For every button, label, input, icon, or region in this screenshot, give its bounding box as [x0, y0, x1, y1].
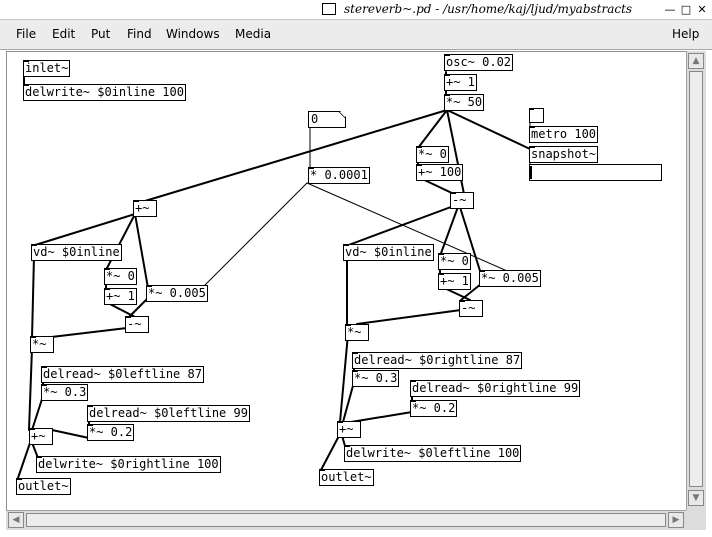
osc-object[interactable]: osc~ 0.02 [444, 54, 514, 71]
menu-help[interactable]: Help [672, 27, 700, 41]
window-frame-bottom [0, 530, 712, 537]
delwrite-inline-object[interactable]: delwrite~ $0inline 100 [23, 84, 186, 101]
scroll-right-icon[interactable]: ▶ [668, 512, 684, 528]
menu-windows[interactable]: Windows [166, 27, 220, 41]
left-subtract-object[interactable]: -~ [125, 316, 149, 333]
left-gain-03-object[interactable]: *~ 0.3 [41, 384, 89, 401]
horizontal-scroll-thumb[interactable] [26, 513, 666, 527]
left-delread-99-object[interactable]: delread~ $0leftline 99 [87, 405, 250, 422]
number-box[interactable]: 0 [308, 111, 346, 128]
snapshot-object[interactable]: snapshot~ [529, 146, 599, 163]
right-gain-03-object[interactable]: *~ 0.3 [352, 370, 400, 387]
mod-multiply-object[interactable]: *~ 0 [416, 146, 449, 163]
mod-subtract-object[interactable]: -~ [450, 192, 474, 209]
left-vd-object[interactable]: vd~ $0inline [31, 244, 122, 261]
right-add-one-object[interactable]: +~ 1 [438, 273, 471, 290]
right-outlet-object[interactable]: outlet~ [319, 469, 374, 486]
window-title: stereverb~.pd - /usr/home/kaj/ljud/myabs… [344, 2, 633, 16]
window-frame-right [706, 50, 712, 537]
menu-put[interactable]: Put [91, 27, 111, 41]
scroll-left-icon[interactable]: ◀ [8, 512, 24, 528]
menu-bar: File Edit Put Find Windows Media Help [0, 20, 712, 50]
right-multiply-rate-object[interactable]: *~ 0.005 [479, 270, 541, 287]
right-gain-02-object[interactable]: *~ 0.2 [410, 400, 458, 417]
bang-button[interactable] [529, 108, 544, 123]
menu-file[interactable]: File [16, 27, 37, 41]
osc-multiply-object[interactable]: *~ 50 [444, 94, 485, 111]
right-vd-object[interactable]: vd~ $0inline [343, 244, 434, 261]
window-titlebar[interactable]: stereverb~.pd - /usr/home/kaj/ljud/myabs… [0, 0, 712, 20]
horizontal-scrollbar[interactable]: ◀ ▶ [6, 510, 686, 530]
control-cords [201, 117, 531, 289]
menu-edit[interactable]: Edit [52, 27, 76, 41]
right-multiply-object[interactable]: *~ [345, 324, 369, 341]
window-frame-left [0, 50, 6, 537]
right-subtract-object[interactable]: -~ [459, 300, 483, 317]
left-gain-02-object[interactable]: *~ 0.2 [87, 424, 135, 441]
vertical-scroll-thumb[interactable] [689, 71, 703, 487]
left-outlet-object[interactable]: outlet~ [16, 478, 71, 495]
left-sum-object[interactable]: +~ [29, 428, 53, 445]
scale-object[interactable]: * 0.0001 [308, 167, 370, 184]
maximize-button[interactable]: □ [678, 2, 694, 18]
vertical-scrollbar[interactable]: ▲ ▼ [686, 51, 706, 510]
metro-object[interactable]: metro 100 [529, 126, 599, 143]
osc-add-object[interactable]: +~ 1 [444, 74, 477, 91]
patch-canvas[interactable]: inlet~ delwrite~ $0inline 100 osc~ 0.02 … [6, 51, 686, 510]
float-atom[interactable] [529, 164, 662, 181]
right-sum-object[interactable]: +~ [337, 421, 361, 438]
left-delwrite-object[interactable]: delwrite~ $0rightline 100 [36, 456, 221, 473]
menu-media[interactable]: Media [235, 27, 272, 41]
left-multiply-rate-object[interactable]: *~ 0.005 [146, 285, 208, 302]
scrollbar-corner [686, 510, 706, 530]
left-delread-87-object[interactable]: delread~ $0leftline 87 [41, 366, 204, 383]
right-multiply-zero-object[interactable]: *~ 0 [438, 253, 471, 270]
left-multiply-object[interactable]: *~ [30, 336, 54, 353]
mod-add-object[interactable]: +~ 100 [416, 164, 464, 181]
scroll-up-icon[interactable]: ▲ [688, 53, 704, 69]
window-icon [322, 3, 336, 15]
left-add-object[interactable]: +~ [133, 200, 157, 217]
close-button[interactable]: ✕ [694, 2, 710, 18]
right-delwrite-object[interactable]: delwrite~ $0leftline 100 [344, 445, 522, 462]
scroll-down-icon[interactable]: ▼ [688, 490, 704, 506]
right-delread-87-object[interactable]: delread~ $0rightline 87 [352, 352, 523, 369]
menu-find[interactable]: Find [127, 27, 152, 41]
left-multiply-zero-object[interactable]: *~ 0 [104, 268, 137, 285]
right-delread-99-object[interactable]: delread~ $0rightline 99 [410, 380, 581, 397]
left-add-one-object[interactable]: +~ 1 [104, 288, 137, 305]
minimize-button[interactable]: — [662, 2, 678, 18]
inlet-object[interactable]: inlet~ [23, 60, 71, 77]
